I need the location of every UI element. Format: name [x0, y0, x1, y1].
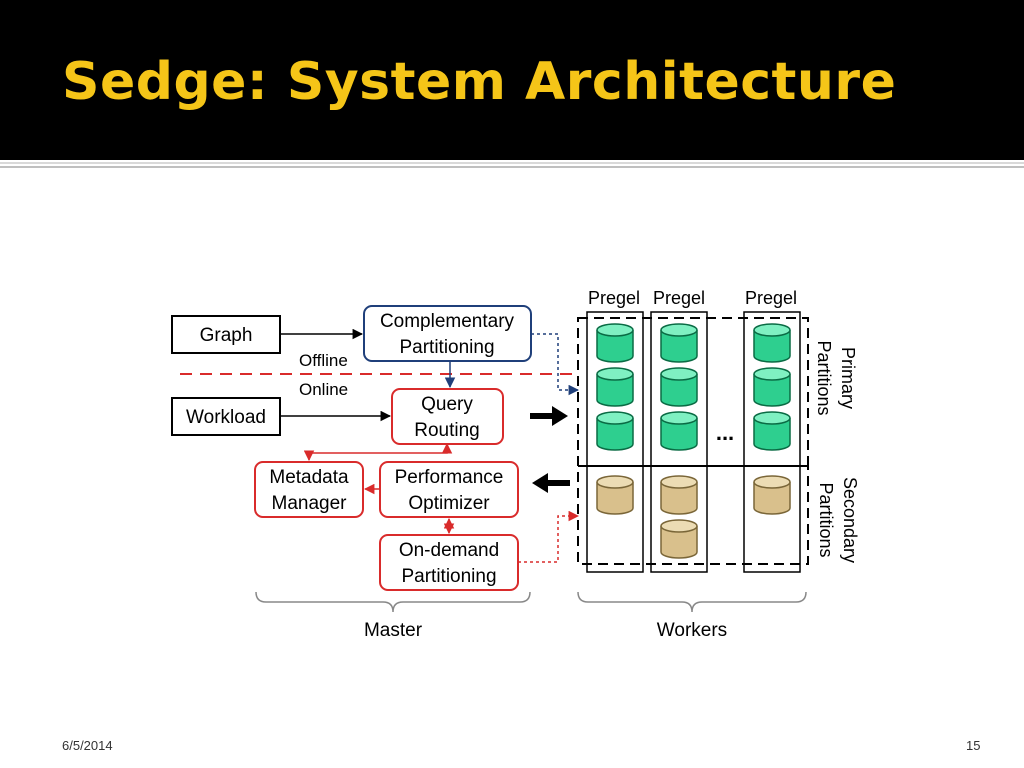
graph-box	[171, 315, 281, 354]
primary-partition-cylinder	[596, 367, 634, 407]
partitioning-to-workers-arrow	[531, 333, 580, 396]
feedback-to-master-arrow	[532, 473, 570, 493]
secondary-partition-cylinder	[596, 475, 634, 515]
header-divider-secondary	[0, 166, 1024, 168]
slide-title: Sedge: System Architecture	[62, 52, 897, 112]
metadata-manager-box	[254, 461, 364, 518]
workload-box-label: Workload	[186, 407, 266, 428]
routing-metadata-arrow	[303, 442, 453, 462]
pregel-label-1: Pregel	[588, 288, 640, 308]
primary-partition-cylinder	[596, 411, 634, 451]
primary-label-line-2: Partitions	[814, 340, 834, 415]
primary-partitions-region	[577, 317, 809, 467]
online-label: Online	[299, 380, 348, 399]
master-label: Master	[364, 620, 423, 641]
complementary-line-2: Partitioning	[399, 337, 494, 358]
secondary-partition-cylinder	[753, 475, 791, 515]
metadata-line-1: Metadata	[269, 467, 349, 488]
primary-partition-cylinder	[660, 367, 698, 407]
worker-column-1	[586, 311, 644, 573]
secondary-label-line-1: Secondary	[840, 477, 860, 563]
primary-partition-cylinder	[596, 323, 634, 363]
graph-box-label: Graph	[200, 325, 253, 346]
ondemand-line-2: Partitioning	[401, 566, 496, 587]
secondary-partition-cylinder	[660, 475, 698, 515]
worker-column-3	[743, 311, 801, 573]
workload-box	[171, 397, 281, 436]
perf-line-2: Optimizer	[408, 493, 490, 514]
secondary-partition-cylinder	[660, 519, 698, 559]
secondary-partitions-region	[577, 465, 809, 565]
worker-column-2	[650, 311, 708, 573]
complementary-line-1: Complementary	[380, 311, 515, 332]
metadata-line-2: Manager	[272, 493, 348, 514]
primary-partition-cylinder	[753, 367, 791, 407]
secondary-label-line-2: Partitions	[816, 482, 836, 557]
header-divider	[0, 162, 1024, 164]
primary-label-line-1: Primary	[838, 347, 858, 409]
title-bar: Sedge: System Architecture	[0, 0, 1024, 160]
ondemand-line-1: On-demand	[399, 540, 499, 561]
primary-partition-cylinder	[660, 411, 698, 451]
primary-partition-cylinder	[753, 323, 791, 363]
query-line-2: Routing	[414, 420, 480, 441]
pregel-label-3: Pregel	[745, 288, 797, 308]
send-to-workers-arrow	[530, 406, 568, 426]
slide-page-number: 15	[966, 738, 981, 753]
pregel-label-2: Pregel	[653, 288, 705, 308]
offline-label: Offline	[299, 351, 348, 370]
primary-partition-cylinder	[660, 323, 698, 363]
master-brace	[255, 591, 531, 613]
primary-partition-cylinder	[753, 411, 791, 451]
query-line-1: Query	[421, 394, 473, 415]
slide-date: 6/5/2014	[62, 738, 113, 753]
ondemand-to-workers-arrow	[518, 510, 580, 563]
workers-brace	[577, 591, 807, 613]
workers-ellipsis: ...	[716, 420, 734, 445]
perf-line-1: Performance	[395, 467, 504, 488]
workers-label: Workers	[657, 620, 727, 641]
